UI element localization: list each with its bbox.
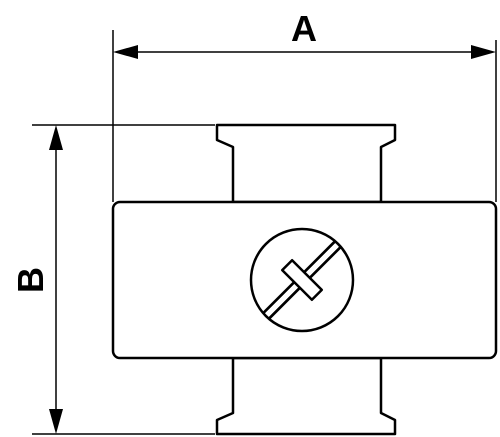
dimension-label-a: A	[291, 8, 317, 49]
dimension-label-b: B	[10, 267, 51, 293]
arrowhead-b-bottom	[49, 409, 63, 434]
dimension-b: B	[10, 125, 63, 434]
dimension-a: A	[113, 8, 496, 59]
screw-cross	[280, 258, 324, 302]
arrowhead-a-right	[471, 45, 496, 59]
bottom-flange	[215, 356, 397, 436]
screw-slot-overlay-2	[303, 240, 336, 274]
arrowhead-a-left	[113, 45, 138, 59]
screw-slot-overlay-4	[308, 246, 342, 279]
arrowhead-b-top	[49, 125, 63, 150]
screw-slot-overlay-1	[262, 281, 296, 314]
screw-slot-overlay-3	[268, 286, 301, 320]
screw-head	[249, 227, 355, 333]
top-flange	[215, 123, 397, 204]
